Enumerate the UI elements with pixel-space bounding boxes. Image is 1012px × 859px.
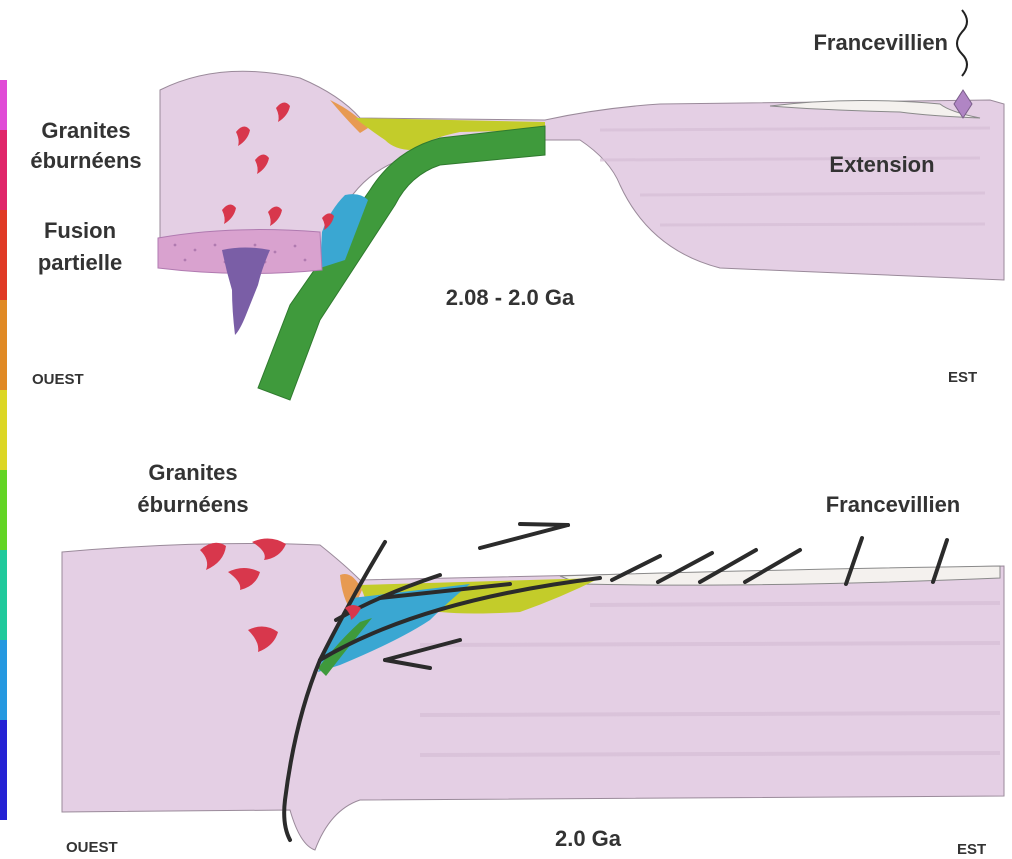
top-cross-section: Granites éburnéens Fusion partielle Fran… bbox=[30, 10, 1004, 400]
top-francevillien-squiggle bbox=[957, 10, 967, 76]
top-pluton bbox=[222, 248, 270, 336]
top-fusion-label-line2: partielle bbox=[38, 250, 122, 275]
top-fusion-label-line1: Fusion bbox=[44, 218, 116, 243]
bottom-west-label: OUEST bbox=[66, 839, 118, 856]
top-granites-label-line1: Granites bbox=[41, 118, 130, 143]
bottom-east-label: EST bbox=[957, 841, 986, 858]
top-extension-label: Extension bbox=[829, 152, 934, 177]
top-east-label: EST bbox=[948, 369, 977, 386]
top-granites-label-line2: éburnéens bbox=[30, 148, 141, 173]
top-west-label: OUEST bbox=[32, 371, 84, 388]
bottom-age-label: 2.0 Ga bbox=[555, 826, 622, 851]
bottom-cross-section: Granites éburnéens Francevillien 2.0 Ga … bbox=[62, 460, 1004, 858]
bottom-granites-label-line2: éburnéens bbox=[137, 492, 248, 517]
bottom-francevillien-label: Francevillien bbox=[826, 492, 961, 517]
color-scale-bar bbox=[0, 80, 7, 820]
bottom-granites-label-line1: Granites bbox=[148, 460, 237, 485]
top-age-label: 2.08 - 2.0 Ga bbox=[446, 285, 575, 310]
top-francevillien-label: Francevillien bbox=[813, 30, 948, 55]
